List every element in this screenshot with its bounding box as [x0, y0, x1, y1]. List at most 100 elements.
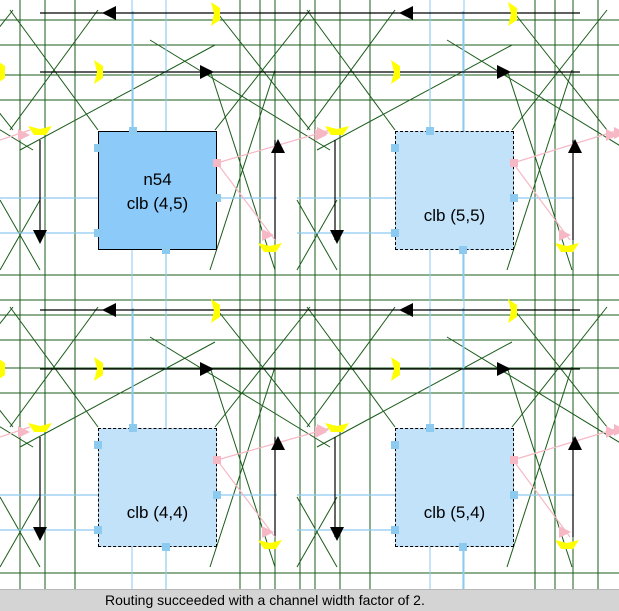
switchbox-connection [506, 366, 573, 568]
pin-arrow [559, 229, 571, 241]
switch-marker [94, 60, 103, 84]
direction-arrow-up [568, 139, 582, 153]
direction-arrow-down [330, 230, 344, 244]
switch-marker [258, 243, 282, 252]
block-pin [426, 424, 434, 432]
direction-arrow-up [271, 436, 285, 450]
block-pin [391, 441, 399, 449]
block-pin [510, 491, 518, 499]
pin-arrow [18, 426, 30, 438]
switchbox-connection [9, 306, 99, 428]
switchbox-connection [316, 341, 513, 448]
pin-arrow [606, 129, 618, 141]
switch-marker [555, 243, 579, 252]
block-pin [213, 491, 221, 499]
clb-block-4-4[interactable]: clb (4,4) [98, 428, 217, 547]
switchbox-connection [0, 496, 41, 568]
block-pin [459, 543, 467, 551]
switch-marker [94, 357, 103, 381]
pin-connection [512, 162, 571, 241]
switch-marker [258, 540, 282, 549]
switchbox-connection [511, 9, 608, 131]
clb-block-5-5[interactable]: clb (5,5) [395, 131, 514, 250]
block-pin [391, 144, 399, 152]
routing-canvas[interactable]: n54 clb (4,5) clb (5,5) clb (4,4) clb (5… [0, 0, 619, 589]
clb-name-label: clb (5,4) [423, 502, 486, 522]
direction-arrow-right [200, 362, 214, 376]
switchbox-connection [316, 44, 513, 151]
block-pin [94, 441, 102, 449]
switchbox-connection [306, 9, 396, 131]
switchbox-connection [446, 336, 619, 443]
switchbox-connection [446, 39, 619, 146]
pin-connection [0, 426, 31, 438]
switchbox-connection [209, 69, 276, 271]
direction-arrow-up [568, 436, 582, 450]
clb-name-label: clb (4,4) [126, 502, 189, 522]
block-pin [426, 127, 434, 135]
pin-arrow [262, 229, 274, 241]
block-pin [213, 159, 221, 167]
direction-arrow-down [33, 527, 47, 541]
pin-connection [512, 427, 619, 461]
switchbox-connection [19, 44, 216, 151]
pin-connection [512, 459, 571, 538]
switch-marker [325, 126, 349, 135]
pin-connection [512, 129, 619, 164]
block-pin [510, 159, 518, 167]
pin-connection [216, 129, 331, 164]
direction-arrow-down [330, 527, 344, 541]
switch-marker [555, 540, 579, 549]
switchbox-connection [296, 199, 338, 271]
direction-arrow-left [399, 6, 413, 20]
pin-arrow [614, 127, 619, 139]
direction-arrow-down [33, 230, 47, 244]
clb-block-4-5[interactable]: n54 clb (4,5) [98, 131, 217, 250]
block-pin [129, 127, 137, 135]
block-pin [391, 229, 399, 237]
block-pin [510, 194, 518, 202]
switch-marker [508, 299, 517, 323]
switchbox-connection [209, 366, 276, 568]
switch-marker [211, 2, 220, 26]
switchbox-connection [149, 39, 331, 151]
block-pin [94, 229, 102, 237]
clb-name-label: clb (5,5) [423, 205, 486, 225]
block-pin [129, 424, 137, 432]
clb-name-label: clb (4,5) [126, 193, 189, 213]
pin-arrow [315, 129, 327, 141]
switchbox-connection [306, 306, 396, 428]
direction-arrow-right [200, 65, 214, 79]
switch-marker [391, 60, 400, 84]
switch-marker [0, 359, 5, 379]
pin-arrow [315, 426, 327, 438]
switch-marker [0, 62, 5, 82]
switch-marker [391, 357, 400, 381]
block-pin [391, 526, 399, 534]
pin-connection [216, 427, 331, 461]
direction-arrow-left [102, 6, 116, 20]
switch-marker [28, 423, 52, 432]
block-pin [162, 246, 170, 254]
switch-marker [508, 2, 517, 26]
block-pin [94, 526, 102, 534]
direction-arrow-right [497, 65, 511, 79]
block-pin [94, 144, 102, 152]
switchbox-connection [149, 336, 331, 448]
switchbox-connection [19, 341, 216, 448]
block-pin [162, 543, 170, 551]
switchbox-connection [506, 69, 573, 271]
pin-arrow [614, 424, 619, 436]
switchbox-connection [214, 306, 311, 428]
switchbox-connection [296, 496, 338, 568]
block-pin [459, 246, 467, 254]
clb-block-5-4[interactable]: clb (5,4) [395, 428, 514, 547]
switch-marker [28, 126, 52, 135]
status-message: Routing succeeded with a channel width f… [105, 592, 425, 608]
pin-connection [216, 459, 276, 538]
pins-and-switches-layer [0, 2, 619, 551]
pin-connection [216, 162, 276, 241]
direction-arrow-right [497, 362, 511, 376]
pin-connection [0, 129, 31, 141]
